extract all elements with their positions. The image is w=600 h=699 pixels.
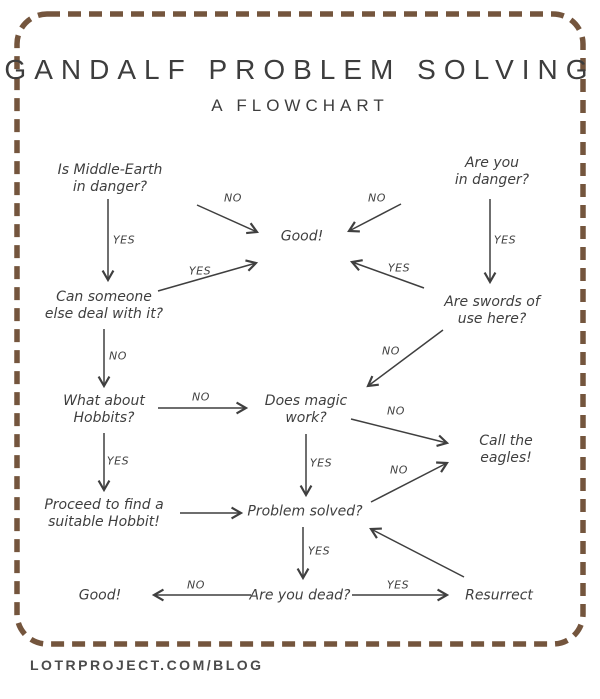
edge-label-magic-to-eagles: NO [387, 404, 405, 418]
edge-solved-to-eagles [370, 461, 449, 503]
flowchart-node-good-bottom: Good! [78, 587, 122, 604]
edge-swords-to-magic [366, 329, 444, 388]
flowchart-node-magic: Does magic work? [264, 393, 348, 426]
edge-label-dead-to-resurrect: YES [386, 578, 410, 592]
edge-label-you-in-danger-to-good-top: NO [368, 191, 386, 205]
flowchart-node-dead: Are you dead? [249, 587, 351, 604]
edge-magic-to-eagles [350, 418, 450, 447]
edge-middle-earth-danger-to-good-top [196, 204, 259, 235]
flowchart-node-middle-earth-danger: Is Middle-Earth in danger? [57, 162, 163, 195]
edge-label-dead-to-good-bottom: NO [187, 578, 205, 592]
flowchart-node-swords: Are swords of use here? [444, 294, 540, 327]
edge-label-hobbits-to-magic: NO [192, 390, 210, 404]
edge-you-in-danger-to-good-top [347, 203, 402, 233]
page-title: GANDALF PROBLEM SOLVING [4, 54, 596, 85]
edge-label-middle-earth-danger-to-someone-else: YES [112, 233, 136, 247]
edge-label-someone-else-to-good-top: YES [188, 264, 212, 278]
edge-someone-else-to-good-top [157, 259, 259, 292]
edge-label-you-in-danger-to-swords: YES [493, 233, 517, 247]
page-subtitle: A FLOWCHART [211, 96, 389, 115]
flowchart-node-good-top: Good! [280, 228, 324, 245]
flowchart-node-someone-else: Can someone else deal with it? [44, 289, 164, 322]
flowchart-node-hobbits: What about Hobbits? [63, 393, 145, 426]
flowchart-node-eagles: Call the eagles! [479, 433, 533, 466]
edge-label-magic-to-solved: YES [309, 456, 333, 470]
footer-url: LOTRPROJECT.COM/BLOG [30, 657, 264, 673]
edge-resurrect-to-solved [369, 527, 465, 578]
edge-swords-to-good-top [349, 259, 425, 289]
flowchart-node-find-hobbit: Proceed to find a suitable Hobbit! [44, 497, 164, 530]
edge-label-swords-to-magic: NO [382, 344, 400, 358]
edge-label-solved-to-eagles: NO [390, 463, 408, 477]
edge-label-swords-to-good-top: YES [387, 261, 411, 275]
edge-label-middle-earth-danger-to-good-top: NO [224, 191, 242, 205]
flowchart-node-solved: Problem solved? [247, 503, 363, 520]
edge-label-someone-else-to-hobbits: NO [109, 349, 127, 363]
flowchart-node-you-in-danger: Are you in danger? [454, 155, 530, 188]
edge-label-hobbits-to-find-hobbit: YES [106, 454, 130, 468]
edge-label-solved-to-dead: YES [307, 544, 331, 558]
flowchart-node-resurrect: Resurrect [465, 587, 533, 604]
